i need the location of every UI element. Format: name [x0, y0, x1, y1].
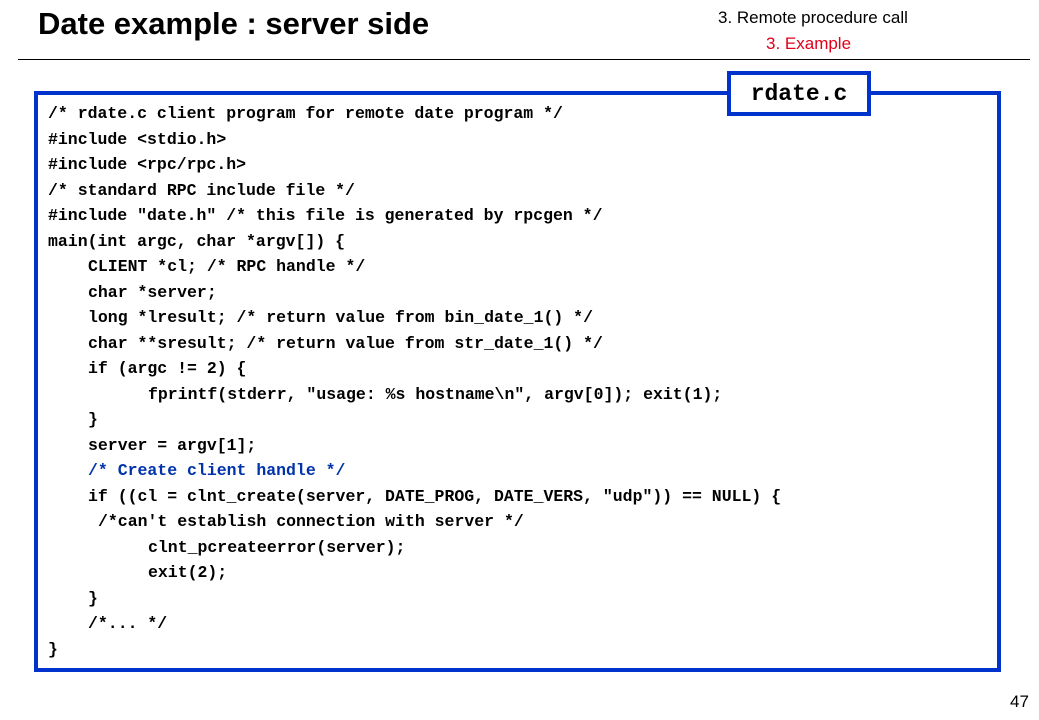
- breadcrumb-subsection: 3. Example: [766, 34, 852, 53]
- code-line: #include <stdio.h>: [48, 129, 227, 149]
- header-divider: [18, 59, 1030, 60]
- slide-title: Date example : server side: [38, 6, 430, 41]
- code-line: if (argc != 2) {: [88, 359, 247, 378]
- code-line: long *lresult; /* return value from bin_…: [88, 308, 593, 327]
- code-line: server = argv[1];: [88, 435, 257, 455]
- code-line: #include <rpc/rpc.h>: [48, 155, 247, 174]
- code-line: main(int argc, char *argv[]) {: [48, 231, 346, 251]
- code-box: /* rdate.c client program for remote dat…: [34, 91, 1001, 672]
- code-line: CLIENT *cl; /* RPC handle */: [88, 257, 366, 276]
- code-line: fprintf(stderr, "usage: %s hostname\n", …: [148, 384, 723, 404]
- code-line: if ((cl = clnt_create(server, DATE_PROG,…: [88, 486, 782, 506]
- breadcrumb-section: 3. Remote procedure call: [718, 8, 908, 27]
- code-listing: /* rdate.c client program for remote dat…: [48, 101, 781, 662]
- code-line: /* rdate.c client program for remote dat…: [48, 104, 563, 123]
- code-line: exit(2);: [148, 563, 228, 582]
- code-line: clnt_pcreateerror(server);: [148, 537, 406, 557]
- code-line: /* standard RPC include file */: [48, 180, 355, 200]
- page-number: 47: [1010, 692, 1029, 711]
- code-line: #include "date.h" /* this file is genera…: [48, 206, 603, 225]
- code-line: char **sresult; /* return value from str…: [88, 333, 603, 353]
- code-line: /*can't establish connection with server…: [98, 512, 524, 531]
- code-line: }: [88, 410, 98, 429]
- code-line: /*... */: [88, 614, 168, 633]
- code-line: /* Create client handle */: [88, 461, 346, 480]
- code-line: }: [88, 588, 98, 608]
- code-line: }: [48, 639, 58, 659]
- code-line: char *server;: [88, 282, 217, 302]
- file-name-label: rdate.c: [727, 71, 871, 116]
